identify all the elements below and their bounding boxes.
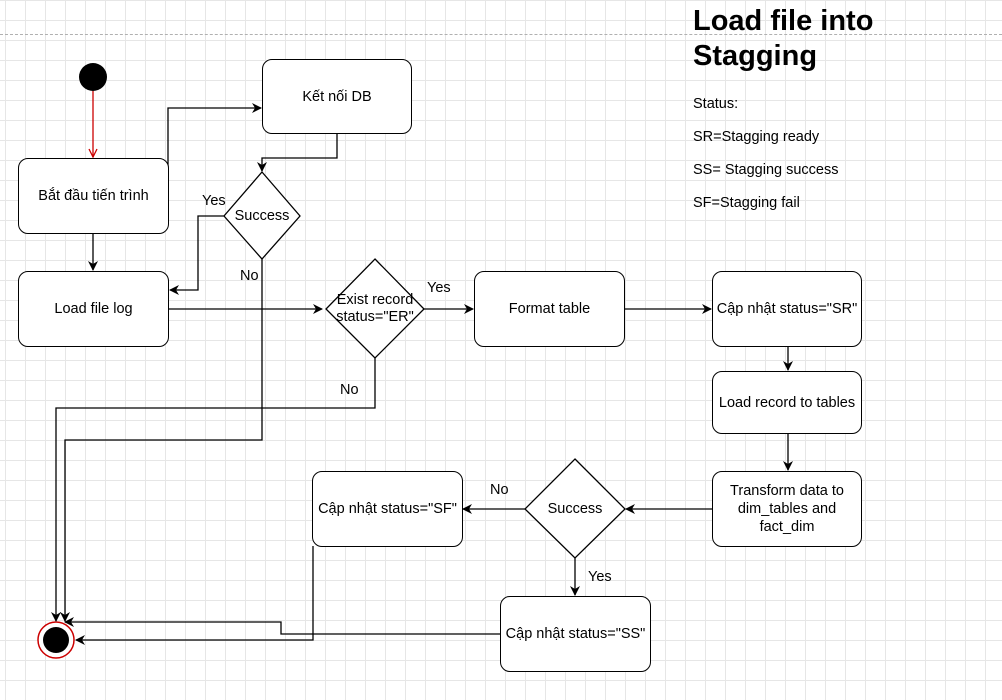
- edge-sf-to-end: [75, 546, 314, 645]
- edge-exist-no: [51, 358, 376, 622]
- edge-label-no: No: [240, 268, 259, 284]
- legend-sf: SF=Stagging fail: [693, 195, 800, 211]
- edge-label-no: No: [490, 482, 509, 498]
- edge-db-to-success: [257, 134, 338, 172]
- decision-success-load: [524, 458, 626, 559]
- decision-exist-line2: status="ER": [336, 309, 414, 325]
- edge-label-no: No: [340, 382, 359, 398]
- decision-success-db-label: Success: [234, 208, 290, 224]
- edge-success-no: [60, 259, 263, 622]
- diagram-title-line2: Stagging: [693, 40, 818, 72]
- decision-success-db: [223, 171, 301, 260]
- edge-label-yes: Yes: [202, 193, 226, 209]
- legend-sr: SR=Stagging ready: [693, 129, 820, 145]
- load-record-box: Load record to tables: [712, 371, 862, 434]
- format-table-box: Format table: [474, 271, 625, 347]
- edge-start-to-db: [167, 103, 262, 195]
- page-separator: [0, 34, 1002, 35]
- update-ss-box: Cập nhật status="SS": [500, 596, 651, 672]
- legend-ss: SS= Stagging success: [693, 162, 839, 178]
- decision-success-load-label: Success: [547, 501, 603, 517]
- load-file-log-box: Load file log: [18, 271, 169, 347]
- edge-label-yes: Yes: [588, 569, 612, 585]
- update-sr-box: Cập nhật status="SR": [712, 271, 862, 347]
- end-node: [43, 627, 69, 653]
- edge-ss-to-end: [64, 617, 500, 635]
- connect-db-box: Kết nối DB: [262, 59, 412, 134]
- decision-exist-record: [325, 258, 425, 359]
- legend-heading: Status:: [693, 96, 739, 112]
- start-node: [79, 63, 107, 91]
- diagram-title-line1: Load file into: [693, 5, 874, 37]
- start-process-box: Bắt đầu tiến trình: [18, 158, 169, 234]
- update-sf-box: Cập nhật status="SF": [312, 471, 463, 547]
- edge-label-yes: Yes: [427, 280, 451, 296]
- diagram-title: Load file into Stagging: [693, 4, 873, 74]
- transform-box: Transform data to dim_tables and fact_di…: [712, 471, 862, 547]
- decision-exist-line1: Exist record: [336, 292, 414, 308]
- edge-success-yes: [169, 215, 224, 295]
